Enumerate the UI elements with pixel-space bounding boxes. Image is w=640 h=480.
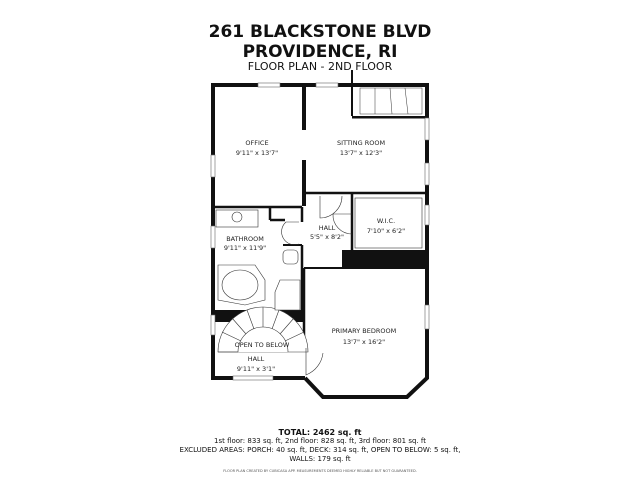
room-name-bedroom: PRIMARY BEDROOM — [332, 327, 396, 335]
spiral-stairs — [217, 306, 309, 353]
walls-area: WALLS: 179 sq. ft — [289, 455, 351, 463]
room-size-hall-2: 9'11" x 3'1" — [237, 365, 275, 373]
room-size-bathroom: 9'11" x 11'9" — [224, 244, 266, 252]
room-size-wic: 7'10" x 6'2" — [367, 227, 405, 235]
room-size-sitting: 13'7" x 12'3" — [340, 149, 382, 157]
wall-block — [342, 250, 427, 268]
room-size-hall: 5'5" x 8'2" — [310, 233, 344, 241]
disclaimer: FLOOR PLAN CREATED BY CUBICASA APP. MEAS… — [223, 469, 417, 473]
total-area: TOTAL: 2462 sq. ft — [278, 428, 362, 437]
city-title: PROVIDENCE, RI — [242, 42, 398, 62]
fixtures — [215, 197, 423, 311]
room-name-open: OPEN TO BELOW — [235, 341, 290, 349]
floor-subtitle: FLOOR PLAN - 2ND FLOOR — [247, 60, 393, 73]
room-name-sitting: SITTING ROOM — [337, 139, 385, 147]
room-size-bedroom: 13'7" x 16'2" — [343, 338, 385, 346]
windows — [210, 82, 430, 381]
room-name-hall-2: HALL — [248, 355, 265, 363]
room-name-hall: HALL — [319, 224, 336, 232]
address-title: 261 BLACKSTONE BLVD — [208, 22, 432, 42]
doors — [281, 195, 353, 376]
room-name-office: OFFICE — [245, 139, 268, 147]
excluded-areas: EXCLUDED AREAS: PORCH: 40 sq. ft, DECK: … — [179, 446, 461, 454]
stair-wall — [352, 116, 427, 119]
stairs-top — [359, 87, 423, 115]
room-name-wic: W.I.C. — [377, 217, 395, 225]
room-size-office: 9'11" x 13'7" — [236, 149, 278, 157]
floor-areas: 1st floor: 833 sq. ft, 2nd floor: 828 sq… — [214, 437, 426, 445]
room-name-bathroom: BATHROOM — [226, 235, 264, 243]
